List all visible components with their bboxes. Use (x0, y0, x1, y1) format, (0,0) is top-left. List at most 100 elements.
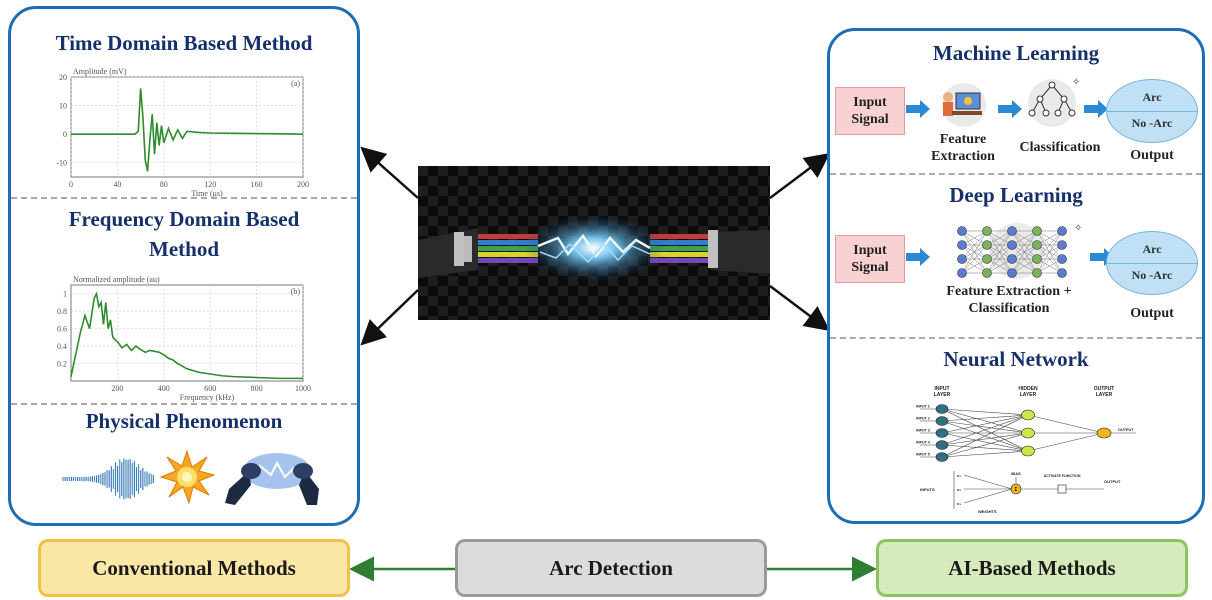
output-layer-label: LAYER (1096, 392, 1113, 398)
electric-plug-arc-icon (225, 453, 319, 505)
x-axis-title: Time (μs) (191, 189, 223, 198)
neural-network-title: Neural Network (943, 347, 1089, 371)
net-node (1057, 226, 1067, 236)
nn-edge (941, 414, 1029, 446)
deep-network-icon: ✧ (957, 223, 1082, 279)
nn-edge (1027, 414, 1105, 434)
nn-input-node (935, 440, 949, 450)
y-tick-label: 10 (59, 102, 67, 111)
series-line (71, 88, 304, 172)
ml-output-ellipse: Arc No -Arc (1106, 79, 1198, 143)
nn-edge (941, 420, 1029, 434)
electric-arc-cable-image (418, 166, 770, 320)
net-edge (1036, 230, 1063, 274)
activation-box (1057, 484, 1067, 494)
net-node (1007, 240, 1017, 250)
nn-input-label: INPUT 2 (916, 417, 930, 421)
net-node (982, 240, 992, 250)
nn-edge (941, 408, 1029, 434)
sparkle-icon: ✧ (1074, 223, 1082, 234)
fe-class-line1: Feature Extraction + (946, 284, 1072, 299)
nn-input-node (935, 416, 949, 426)
x-tick-label: 80 (160, 180, 168, 189)
time-domain-title: Time Domain Based Method (55, 31, 313, 55)
sound-wave-icon (62, 458, 154, 500)
input-signal-line2: Signal (851, 260, 889, 275)
nn-input-label: INPUT 3 (916, 429, 930, 433)
nn-edge (941, 414, 1029, 434)
perceptron-output-label: OUTPUT (1104, 479, 1121, 484)
x-tick-label: 200 (111, 384, 123, 393)
input-signal-line1: Input (853, 95, 887, 110)
net-node (1007, 254, 1017, 264)
net-edge (961, 230, 988, 260)
net-node (957, 226, 967, 236)
nn-output-text: OUTPUT (1118, 428, 1134, 432)
weight-line (963, 474, 1013, 490)
plot-frame (70, 284, 304, 382)
machine-learning-title: Machine Learning (932, 41, 1100, 65)
net-edge (986, 230, 1013, 274)
freq-domain-title-line2: Method (149, 237, 219, 261)
x-tick-label: 160 (251, 180, 263, 189)
y-tick-label: 0 (63, 130, 67, 139)
net-edge (1036, 244, 1063, 274)
feature-label-line1: Feature (939, 132, 987, 147)
x-tick-label: 40 (113, 180, 121, 189)
ml-output-label: Output (1130, 148, 1174, 163)
input-layer-label: LAYER (934, 392, 951, 398)
input-layer-label: INPUT (935, 386, 950, 392)
nn-edge (941, 414, 1029, 422)
perceptron-input: x₂ (957, 487, 961, 492)
x-tick-label: 200 (297, 180, 309, 189)
explosion-icon (159, 449, 215, 505)
net-edge (961, 230, 988, 274)
nn-edge (941, 450, 1029, 458)
y-tick-label: 1 (63, 290, 67, 299)
net-node (982, 268, 992, 278)
nn-input-node (935, 452, 949, 462)
net-node (982, 226, 992, 236)
y-axis-title: Amplitude (mV) (73, 67, 127, 76)
nn-hidden-node (1021, 427, 1035, 439)
net-node (1057, 268, 1067, 278)
x-tick-label: 0 (69, 180, 73, 189)
nn-edge (941, 432, 1029, 452)
feature-label-line2: Extraction (931, 149, 995, 164)
net-node (1007, 226, 1017, 236)
x-tick-label: 800 (251, 384, 263, 393)
physical-phenomenon-title: Physical Phenomenon (85, 409, 283, 433)
arc-label: Arc (1142, 242, 1162, 256)
y-tick-label: 20 (59, 73, 67, 82)
output-layer-label: OUTPUT (1094, 386, 1115, 392)
net-edge (1036, 230, 1063, 260)
input-signal-line2: Signal (851, 112, 889, 127)
x-tick-label: 600 (204, 384, 216, 393)
hidden-layer-label: HIDDEN (1018, 386, 1038, 392)
x-tick-label: 400 (158, 384, 170, 393)
y-tick-label: 0.6 (57, 325, 67, 334)
net-node (1032, 240, 1042, 250)
classification-label: Classification (1019, 140, 1101, 155)
no-arc-label: No -Arc (1131, 116, 1173, 130)
input-signal-line1: Input (853, 243, 887, 258)
series-line (70, 291, 303, 380)
nn-input-node (935, 428, 949, 438)
nn-output-node (1096, 427, 1112, 439)
decision-tree-icon: ✧ (1028, 77, 1080, 127)
net-node (1032, 226, 1042, 236)
nn-edge (941, 444, 1029, 452)
activate-label: ACTIVATE FUNCTION (1044, 474, 1081, 478)
net-edge (1011, 230, 1038, 260)
nn-input-node (935, 404, 949, 414)
net-edge (986, 230, 1013, 260)
perceptron-input: x₃ (957, 501, 961, 506)
y-tick-label: 0.4 (57, 342, 67, 351)
sum-symbol: Σ (1014, 487, 1017, 493)
